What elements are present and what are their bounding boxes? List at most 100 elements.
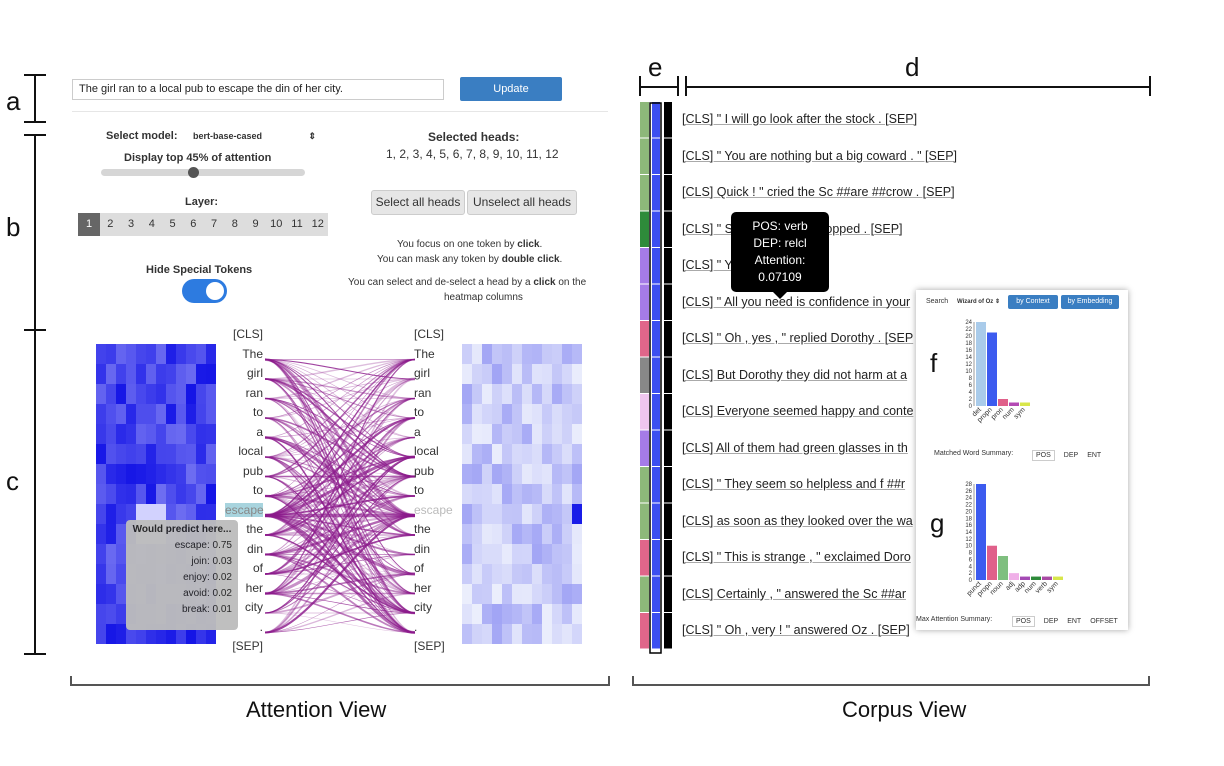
strip-color-cell[interactable] bbox=[640, 576, 649, 613]
strip-attention-cell[interactable] bbox=[652, 467, 660, 503]
heatmap-cell[interactable] bbox=[492, 544, 502, 564]
heatmap-cell[interactable] bbox=[462, 544, 472, 564]
strip-color-cell[interactable] bbox=[640, 321, 649, 357]
heatmap-cell[interactable] bbox=[136, 444, 146, 464]
heatmap-cell[interactable] bbox=[186, 504, 196, 524]
heatmap-cell[interactable] bbox=[552, 464, 562, 484]
heatmap-cell[interactable] bbox=[176, 504, 186, 524]
attention-graph[interactable] bbox=[90, 320, 610, 660]
corpus-sentence[interactable]: [CLS] " This is strange , " exclaimed Do… bbox=[682, 550, 911, 564]
left-token[interactable]: pub bbox=[242, 463, 263, 478]
heatmap-cell[interactable] bbox=[166, 464, 176, 484]
left-token[interactable]: [CLS] bbox=[232, 327, 263, 341]
strip-dark-cell[interactable] bbox=[664, 430, 672, 467]
heatmap-cell[interactable] bbox=[106, 444, 116, 464]
heatmap-cell[interactable] bbox=[116, 484, 126, 504]
left-token[interactable]: the bbox=[246, 522, 263, 536]
heatmap-cell[interactable] bbox=[512, 584, 522, 604]
heatmap-cell[interactable] bbox=[472, 564, 482, 584]
heatmap-cell[interactable] bbox=[542, 424, 552, 444]
heatmap-cell[interactable] bbox=[512, 544, 522, 564]
heatmap-cell[interactable] bbox=[482, 464, 492, 484]
heatmap-cell[interactable] bbox=[186, 364, 196, 384]
heatmap-cell[interactable] bbox=[96, 424, 106, 444]
layer-8[interactable]: 8 bbox=[231, 218, 238, 230]
heatmap-cell[interactable] bbox=[176, 364, 186, 384]
layer-2[interactable]: 2 bbox=[107, 218, 114, 230]
heatmap-cell[interactable] bbox=[126, 364, 136, 384]
heatmap-cell[interactable] bbox=[116, 444, 126, 464]
matched-tab-pos[interactable]: POS bbox=[1032, 450, 1055, 461]
left-token[interactable]: city bbox=[245, 600, 263, 614]
heatmap-cell[interactable] bbox=[186, 484, 196, 504]
heatmap-cell[interactable] bbox=[156, 344, 166, 364]
heatmap-cell[interactable] bbox=[492, 444, 502, 464]
model-select[interactable]: bert-base-cased ⇕ bbox=[193, 131, 316, 142]
layer-7[interactable]: 7 bbox=[210, 218, 218, 230]
heatmap-cell[interactable] bbox=[186, 384, 196, 404]
heatmap-cell[interactable] bbox=[482, 484, 492, 504]
heatmap-cell[interactable] bbox=[502, 384, 512, 404]
right-token[interactable]: her bbox=[414, 580, 432, 595]
right-token[interactable]: escape bbox=[414, 502, 453, 517]
heatmap-cell[interactable] bbox=[542, 544, 552, 564]
heatmap-cell[interactable] bbox=[462, 444, 472, 464]
heatmap-cell[interactable] bbox=[472, 464, 482, 484]
heatmap-cell[interactable] bbox=[562, 384, 572, 404]
heatmap-cell[interactable] bbox=[146, 444, 156, 464]
heatmap-cell[interactable] bbox=[136, 344, 146, 364]
heatmap-cell[interactable] bbox=[206, 624, 216, 644]
heatmap-cell[interactable] bbox=[482, 444, 492, 464]
heatmap-cell[interactable] bbox=[96, 364, 106, 384]
strip-dark-cell[interactable] bbox=[664, 284, 672, 321]
heatmap-cell[interactable] bbox=[176, 444, 186, 464]
heatmap-cell[interactable] bbox=[502, 564, 512, 584]
heatmap-cell[interactable] bbox=[522, 504, 532, 524]
heatmap-cell[interactable] bbox=[96, 484, 106, 504]
heatmap-cell[interactable] bbox=[552, 604, 562, 624]
heatmap-cell[interactable] bbox=[572, 504, 582, 524]
heatmap-cell[interactable] bbox=[126, 404, 136, 424]
heatmap-cell[interactable] bbox=[512, 484, 522, 504]
heatmap-cell[interactable] bbox=[542, 564, 552, 584]
left-token[interactable]: of bbox=[252, 561, 263, 575]
heatmap-cell[interactable] bbox=[562, 544, 572, 564]
heatmap-cell[interactable] bbox=[532, 484, 542, 504]
heatmap-cell[interactable] bbox=[572, 604, 582, 624]
heatmap-cell[interactable] bbox=[206, 444, 216, 464]
corpus-sentence[interactable]: [CLS] " All you need is confidence in yo… bbox=[682, 294, 911, 309]
left-token[interactable]: a bbox=[256, 424, 263, 439]
heatmap-cell[interactable] bbox=[176, 464, 186, 484]
layer-5[interactable]: 5 bbox=[169, 218, 176, 230]
heatmap-cell[interactable] bbox=[136, 504, 146, 524]
strip-color-cell[interactable] bbox=[640, 503, 649, 540]
heatmap-cell[interactable] bbox=[116, 504, 126, 524]
heatmap-cell[interactable] bbox=[116, 544, 126, 564]
right-token[interactable]: local bbox=[414, 444, 439, 458]
heatmap-cell[interactable] bbox=[522, 564, 532, 584]
heatmap-cell[interactable] bbox=[472, 524, 482, 544]
heatmap-cell[interactable] bbox=[136, 624, 146, 644]
heatmap-cell[interactable] bbox=[96, 404, 106, 424]
heatmap-cell[interactable] bbox=[176, 344, 186, 364]
heatmap-cell[interactable] bbox=[462, 624, 472, 644]
heatmap-cell[interactable] bbox=[196, 404, 206, 424]
heatmap-cell[interactable] bbox=[522, 464, 532, 484]
heatmap-cell[interactable] bbox=[176, 404, 186, 424]
strip-attention-cell[interactable] bbox=[652, 321, 660, 357]
strip-color-cell[interactable] bbox=[640, 467, 649, 503]
strip-attention-cell[interactable] bbox=[652, 540, 660, 576]
strip-dark-cell[interactable] bbox=[664, 394, 672, 430]
heatmap-cell[interactable] bbox=[552, 364, 562, 384]
left-token[interactable]: escape bbox=[225, 502, 264, 517]
heatmap-cell[interactable] bbox=[206, 424, 216, 444]
heatmap-cell[interactable] bbox=[552, 544, 562, 564]
strip-color-cell[interactable] bbox=[640, 248, 649, 284]
heatmap-cell[interactable] bbox=[492, 364, 502, 384]
heatmap-cell[interactable] bbox=[206, 484, 216, 504]
heatmap-cell[interactable] bbox=[562, 524, 572, 544]
heatmap-cell[interactable] bbox=[196, 424, 206, 444]
heatmap-cell[interactable] bbox=[482, 624, 492, 644]
heatmap-cell[interactable] bbox=[492, 484, 502, 504]
layer-9[interactable]: 9 bbox=[252, 218, 259, 230]
